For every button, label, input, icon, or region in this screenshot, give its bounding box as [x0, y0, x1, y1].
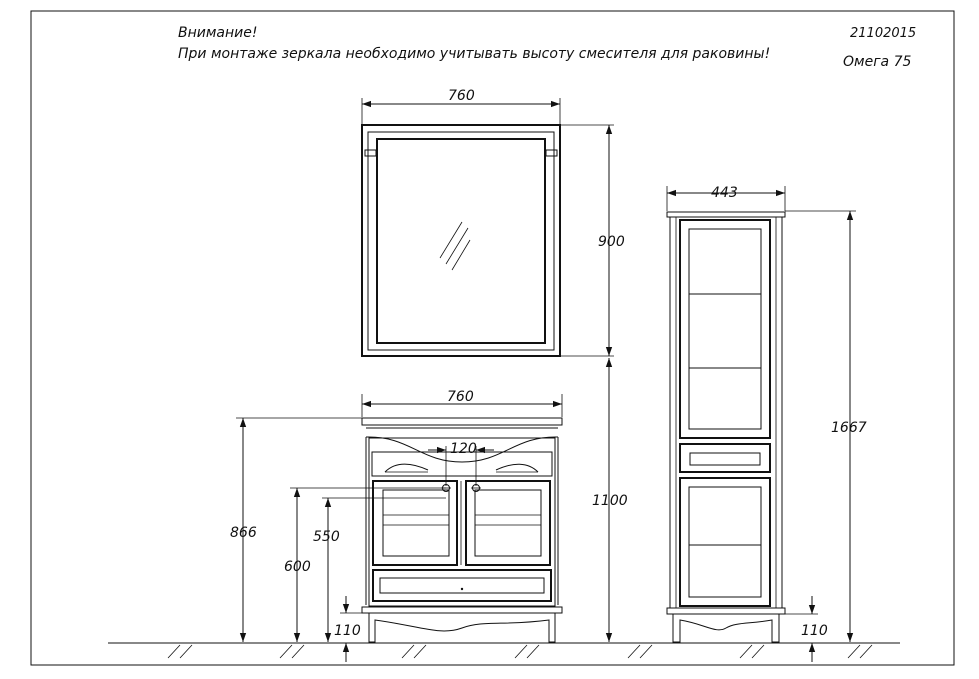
dim-vanity-height-label: 866	[230, 525, 257, 541]
dim-cabinet-leg-height-label: 110	[801, 623, 828, 639]
doc-date: 21102015	[850, 26, 916, 41]
dim-vanity-width-label: 760	[447, 389, 474, 405]
dim-vanity-leg-height-label: 110	[334, 623, 361, 639]
dim-outlet-height-600-label: 600	[284, 559, 311, 575]
warning-title: Внимание!	[178, 25, 257, 41]
model-name: Омега 75	[843, 54, 911, 70]
dim-mirror-height-label: 900	[598, 234, 625, 250]
dim-cabinet-width	[666, 186, 786, 211]
dim-cabinet-leg-height	[785, 596, 818, 662]
dim-vanity-height	[236, 417, 362, 642]
dim-faucet-spacing-label: 120	[450, 441, 477, 457]
dim-outlet-height-600	[290, 487, 446, 642]
dim-mirror-height	[560, 124, 614, 357]
dim-mirror-width	[361, 98, 561, 124]
dim-mirror-width-label: 760	[448, 88, 475, 104]
dim-cabinet-height	[785, 210, 856, 642]
dim-mirror-mount-height-label: 1100	[592, 493, 628, 509]
dim-vanity-width	[361, 394, 563, 417]
mirror	[361, 124, 561, 357]
vanity	[361, 417, 563, 643]
mirror-glare-icon	[439, 221, 471, 271]
dim-outlet-height-550	[322, 497, 446, 642]
warning-text: При монтаже зеркала необходимо учитывать…	[178, 46, 770, 62]
dim-outlet-height-550-label: 550	[313, 529, 340, 545]
drawing-frame	[30, 10, 955, 666]
tall-cabinet	[666, 211, 786, 643]
floor-line	[108, 642, 900, 659]
dim-faucet-spacing	[428, 446, 494, 486]
dim-vanity-leg-height	[340, 596, 368, 662]
dim-cabinet-height-label: 1667	[831, 420, 867, 436]
dim-cabinet-width-label: 443	[711, 185, 738, 201]
